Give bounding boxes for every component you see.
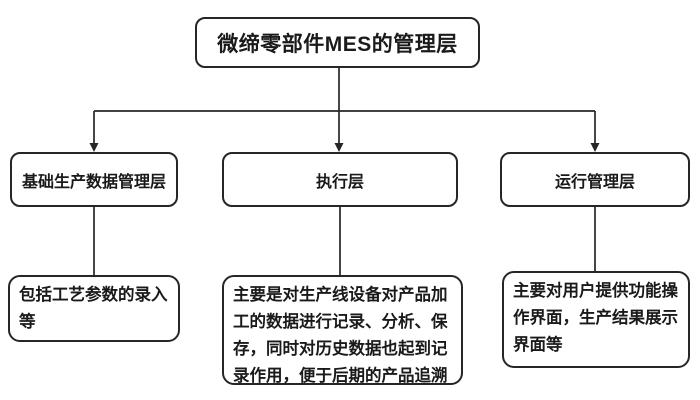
desc-node-execution: 主要是对生产线设备对产品加工的数据进行记录、分析、保存，同时对历史数据也起到记录… (222, 275, 463, 385)
title-node: 微缔零部件MES的管理层 (195, 17, 480, 68)
layer-node-basic-data-label: 基础生产数据管理层 (21, 173, 166, 191)
layer-node-execution-label: 执行层 (315, 173, 364, 191)
desc-node-operation-text: 主要对用户提供功能操作界面，生产结果展示界面等 (513, 282, 678, 354)
layer-node-basic-data: 基础生产数据管理层 (10, 152, 178, 207)
arrowhead-right (590, 143, 600, 152)
layer-node-execution: 执行层 (222, 152, 458, 207)
arrowhead-left (89, 143, 99, 152)
desc-node-execution-text: 主要是对生产线设备对产品加工的数据进行记录、分析、保存，同时对历史数据也起到记录… (233, 286, 448, 385)
layer-node-operation-label: 运行管理层 (554, 173, 635, 191)
desc-node-basic-data: 包括工艺参数的录入等 (8, 275, 180, 342)
title-node-label: 微缔零部件MES的管理层 (217, 32, 458, 56)
desc-node-basic-data-text: 包括工艺参数的录入等 (19, 286, 168, 331)
arrowhead-center (334, 143, 344, 152)
desc-node-operation: 主要对用户提供功能操作界面，生产结果展示界面等 (502, 271, 690, 368)
layer-node-operation: 运行管理层 (500, 152, 690, 207)
